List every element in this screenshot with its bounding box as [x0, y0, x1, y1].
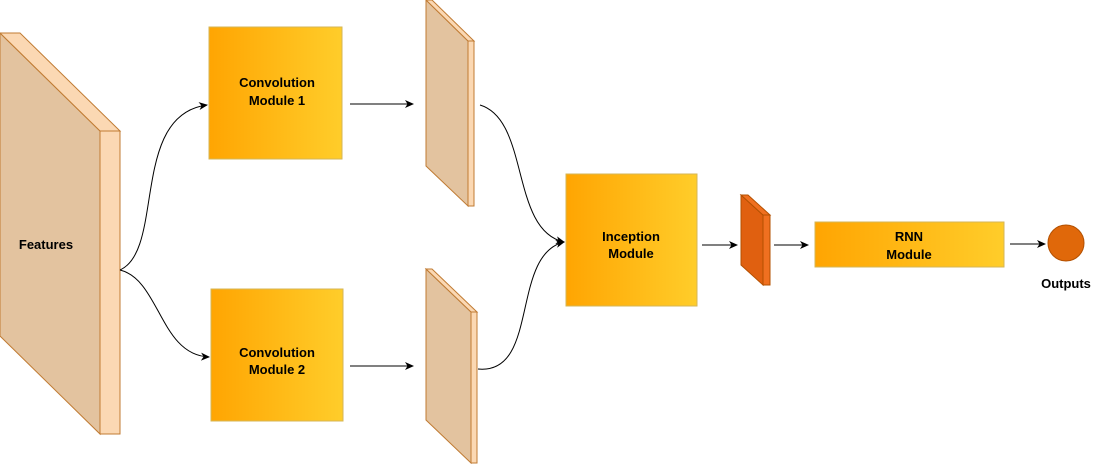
rnn-module-rect: [814, 221, 1005, 268]
arrow-features-to-conv1: [119, 102, 208, 271]
output-node: Outputs: [1041, 224, 1091, 291]
feature-map-slab-2-front: [425, 267, 472, 464]
arrow-features-to-conv2: [119, 269, 210, 361]
pooling-slab: [739, 193, 772, 287]
feature-map-slab-2-top: [424, 268, 479, 313]
conv-module-1-label-line1: Convolution: [239, 75, 315, 90]
pooling-slab-top: [739, 194, 772, 216]
features-label: Features: [19, 237, 73, 252]
arrow-map2-to-inception: [477, 240, 565, 370]
features-slab: Features: [0, 32, 122, 436]
output-circle: [1047, 224, 1085, 262]
outputs-label: Outputs: [1041, 276, 1091, 291]
inception-module-box: Inception Module: [565, 173, 698, 307]
conv-module-2-label-line2: Module 2: [249, 362, 305, 377]
feature-map-slab-2-side: [470, 311, 478, 464]
conv-module-2-rect: [210, 288, 344, 422]
feature-map-slab-1-side: [467, 40, 475, 207]
feature-map-slab-1-top: [425, 0, 476, 42]
feature-map-slab-1: [425, 0, 476, 208]
inception-module-rect: [565, 173, 698, 307]
rnn-module-label-line1: RNN: [895, 229, 923, 244]
pooling-slab-side: [762, 214, 771, 286]
features-slab-top: [0, 32, 122, 132]
conv-module-1-rect: [208, 26, 343, 160]
conv-module-2-box: Convolution Module 2: [210, 288, 344, 422]
features-slab-side: [99, 130, 121, 435]
rnn-module-box: RNN Module: [814, 221, 1005, 268]
arrow-map1-to-inception: [479, 104, 565, 245]
inception-module-label-line2: Module: [608, 246, 654, 261]
conv-module-1-label-line2: Module 1: [249, 93, 305, 108]
inception-module-label-line1: Inception: [602, 229, 660, 244]
rnn-module-label-line2: Module: [886, 247, 932, 262]
feature-map-slab-2: [424, 267, 479, 464]
connectors: [119, 100, 1046, 370]
conv-module-1-box: Convolution Module 1: [208, 26, 343, 160]
features-slab-front: [0, 32, 101, 436]
conv-module-2-label-line1: Convolution: [239, 345, 315, 360]
